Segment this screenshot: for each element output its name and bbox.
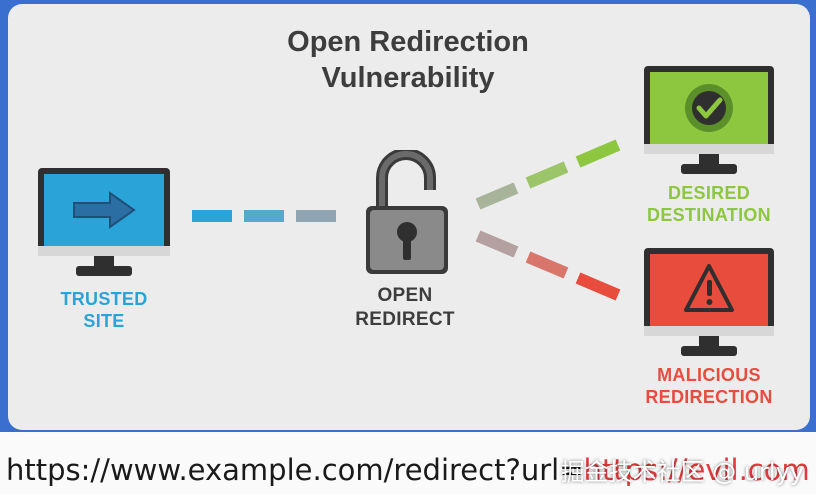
trusted-site-monitor: [38, 168, 170, 276]
desired-destination-monitor: [644, 66, 774, 174]
malicious-redirection-monitor: [644, 248, 774, 356]
padlock-open-icon: [366, 150, 448, 274]
malicious-connection-line: [475, 230, 621, 301]
diagram-title: Open Redirection Vulnerability: [0, 24, 816, 96]
example-url: https://www.example.com/redirect?url=htt…: [6, 453, 810, 487]
url-evil-target: https://evil.com: [583, 453, 810, 487]
malicious-redirection-label: MALICIOUS REDIRECTION: [645, 365, 773, 407]
arrow-right-icon: [73, 191, 136, 229]
desired-destination-label: DESIRED DESTINATION: [647, 183, 771, 225]
trusted-connection-line: [192, 210, 336, 222]
open-redirect-label: OPEN REDIRECT: [355, 285, 455, 330]
url-caption-bar: [0, 432, 816, 494]
title-line-2: Vulnerability: [321, 62, 495, 94]
warning-triangle-icon: [684, 264, 734, 312]
desired-connection-line: [475, 139, 621, 210]
checkmark-badge-icon: [685, 84, 733, 132]
watermark: 掘金技术社区 @ urlyy: [560, 458, 804, 486]
trusted-site-label: TRUSTED SITE: [60, 289, 148, 331]
title-line-1: Open Redirection: [287, 26, 529, 58]
url-prefix: https://www.example.com/redirect?url=: [6, 453, 584, 487]
